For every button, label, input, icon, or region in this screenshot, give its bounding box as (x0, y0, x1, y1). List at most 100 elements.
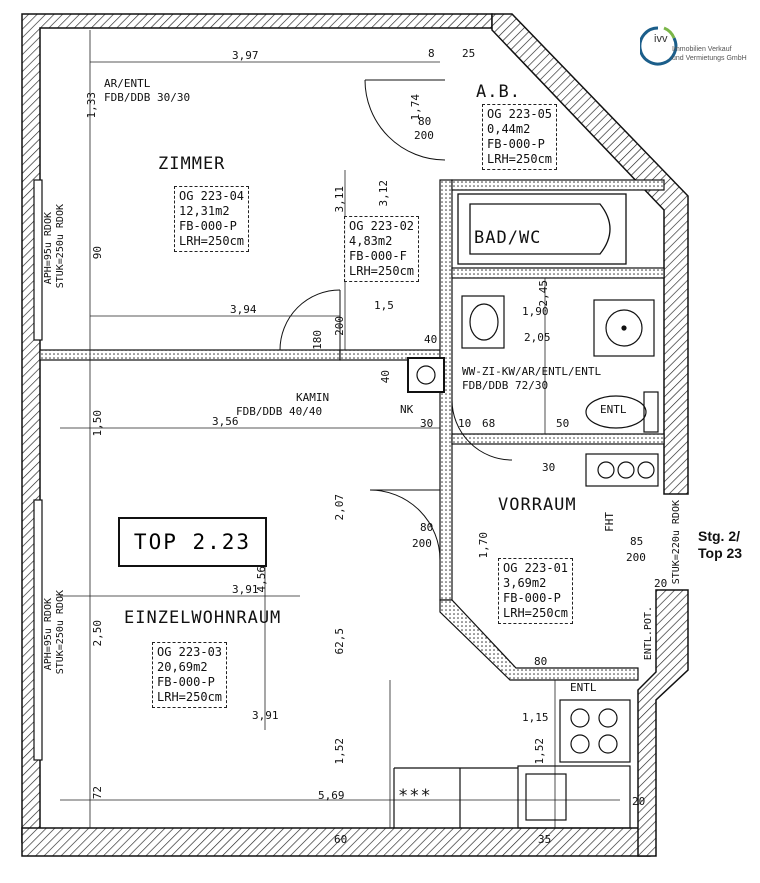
dim-394: 3,94 (230, 303, 257, 316)
note-nk: NK (400, 403, 414, 416)
dim-180: 180 (311, 330, 324, 350)
dim-80b: 80 (420, 521, 434, 534)
note-entl-bath: ENTL (600, 403, 627, 416)
dim-356: 3,56 (212, 415, 239, 428)
room-area: 0,44m2 (487, 122, 531, 136)
dim-207: 2,07 (333, 494, 346, 521)
dim-391b: 3,91 (252, 709, 279, 722)
room-info-wohnraum: OG 223-03 20,69m2 FB-000-P LRH=250cm (152, 642, 228, 708)
room-name-vorraum: VORRAUM (498, 495, 577, 515)
logo-tagline-2: und Vermietungs GmbH (672, 55, 747, 62)
dim-30a: 30 (420, 417, 434, 430)
room-name-zimmer: ZIMMER (158, 154, 226, 174)
stair-label: Stg. 2/ Top 23 (698, 528, 742, 562)
room-id: OG 223-03 (157, 645, 223, 659)
room-info-vorraum: OG 223-01 3,69m2 FB-000-P LRH=250cm (498, 558, 574, 624)
room-info-zimmer: OG 223-04 12,31m2 FB-000-P LRH=250cm (174, 186, 250, 252)
room-area: 3,69m2 (503, 576, 547, 590)
note-stuck-top-1: APH=95u RDOK (43, 212, 54, 285)
note-wwzi: WW-ZI-KW/AR/ENTL/ENTL (462, 365, 602, 378)
note-fht: FHT (603, 512, 616, 532)
room-name-bad: BAD/WC (474, 228, 542, 248)
dim-50: 50 (556, 417, 570, 430)
note-fdb-kamin: FDB/DDB 40/40 (236, 405, 323, 418)
room-id: OG 223-05 (487, 107, 553, 121)
stair-label-line1: Stg. 2/ (698, 528, 741, 544)
dim-60: 60 (334, 833, 348, 846)
dim-40a: 40 (424, 333, 438, 346)
dim-250: 2,50 (91, 620, 104, 647)
unit-label: TOP 2.23 (118, 517, 267, 567)
dim-190: 1,90 (522, 305, 549, 318)
dim-456: 4,56 (255, 566, 268, 593)
note-stuck-right: STUK=220u RDOK (671, 500, 682, 585)
dim-80a: 80 (418, 115, 432, 128)
logo-tagline-1: Immobilien Verkauf (672, 46, 732, 53)
room-floor: FB-000-F (349, 249, 407, 263)
washing-machine (593, 299, 655, 357)
room-name-wohnraum: EINZELWOHNRAUM (124, 608, 282, 628)
outer-walls (21, 13, 689, 857)
room-height: LRH=250cm (503, 606, 569, 620)
note-stuck-bot-2: STUK=250u RDOK (55, 590, 66, 675)
room-id: OG 223-04 (179, 189, 245, 203)
interior-walls (33, 179, 665, 761)
stair-label-line2: Top 23 (698, 545, 743, 561)
dim-85: 85 (630, 535, 644, 548)
dim-72: 72 (91, 786, 104, 800)
dim-10: 10 (458, 417, 472, 430)
dim-25: 25 (462, 47, 476, 60)
note-entl-pot: ENTL.POT. (643, 606, 654, 661)
washbasin (461, 295, 505, 349)
note-fdb-wwzi: FDB/DDB 72/30 (462, 379, 549, 392)
dim-391a: 3,91 (232, 583, 259, 596)
dim-40b: 40 (379, 370, 392, 384)
dim-133: 1,33 (85, 92, 98, 119)
room-id: OG 223-02 (349, 219, 415, 233)
room-height: LRH=250cm (157, 690, 223, 704)
note-entl-kitchen: ENTL (570, 681, 597, 694)
room-info-bad: OG 223-02 4,83m2 FB-000-F LRH=250cm (344, 216, 420, 282)
dim-152a: 1,52 (333, 738, 346, 765)
room-area: 4,83m2 (349, 234, 393, 248)
dim-1155: 1,15 (522, 711, 549, 724)
dim-397: 3,97 (232, 49, 259, 62)
note-stuck-top-2: STUK=250u RDOK (55, 204, 66, 289)
dim-205: 2,05 (524, 331, 551, 344)
room-floor: FB-000-P (179, 219, 237, 233)
dim-30b: 30 (542, 461, 556, 474)
note-kamin: KAMIN (296, 391, 330, 404)
dim-200b: 200 (412, 537, 432, 550)
company-logo (640, 26, 678, 66)
note-fdb-top: FDB/DDB 30/30 (104, 91, 191, 104)
room-area: 20,69m2 (157, 660, 208, 674)
note-stuck-bot-1: APH=95u RDOK (43, 598, 54, 671)
dim-90: 90 (91, 246, 104, 260)
dim-152b: 1,52 (533, 738, 546, 765)
dim-200d: 200 (333, 316, 346, 336)
dim-80c: 80 (534, 655, 548, 668)
dim-569: 5,69 (318, 789, 345, 802)
room-floor: FB-000-P (157, 675, 215, 689)
dim-68: 68 (482, 417, 496, 430)
dim-312: 3,12 (377, 180, 390, 207)
room-name-ab: A.B. (476, 82, 521, 102)
bathtub (457, 193, 627, 265)
dim-15: 1,5 (374, 299, 394, 312)
room-floor: FB-000-P (487, 137, 545, 151)
dim-625: 62,5 (333, 628, 346, 655)
room-height: LRH=250cm (487, 152, 553, 166)
toilet (585, 391, 659, 433)
boiler (585, 453, 659, 487)
room-floor: FB-000-P (503, 591, 561, 605)
logo-name: ivv (654, 33, 668, 45)
dim-311: 3,11 (333, 186, 346, 213)
dim-200c: 200 (626, 551, 646, 564)
dim-20a: 20 (632, 795, 646, 808)
dim-20b: 20 (654, 577, 668, 590)
dimension-lines (60, 30, 620, 828)
note-ar-entl: AR/ENTL (104, 77, 151, 90)
dim-35: 35 (538, 833, 552, 846)
room-height: LRH=250cm (179, 234, 245, 248)
